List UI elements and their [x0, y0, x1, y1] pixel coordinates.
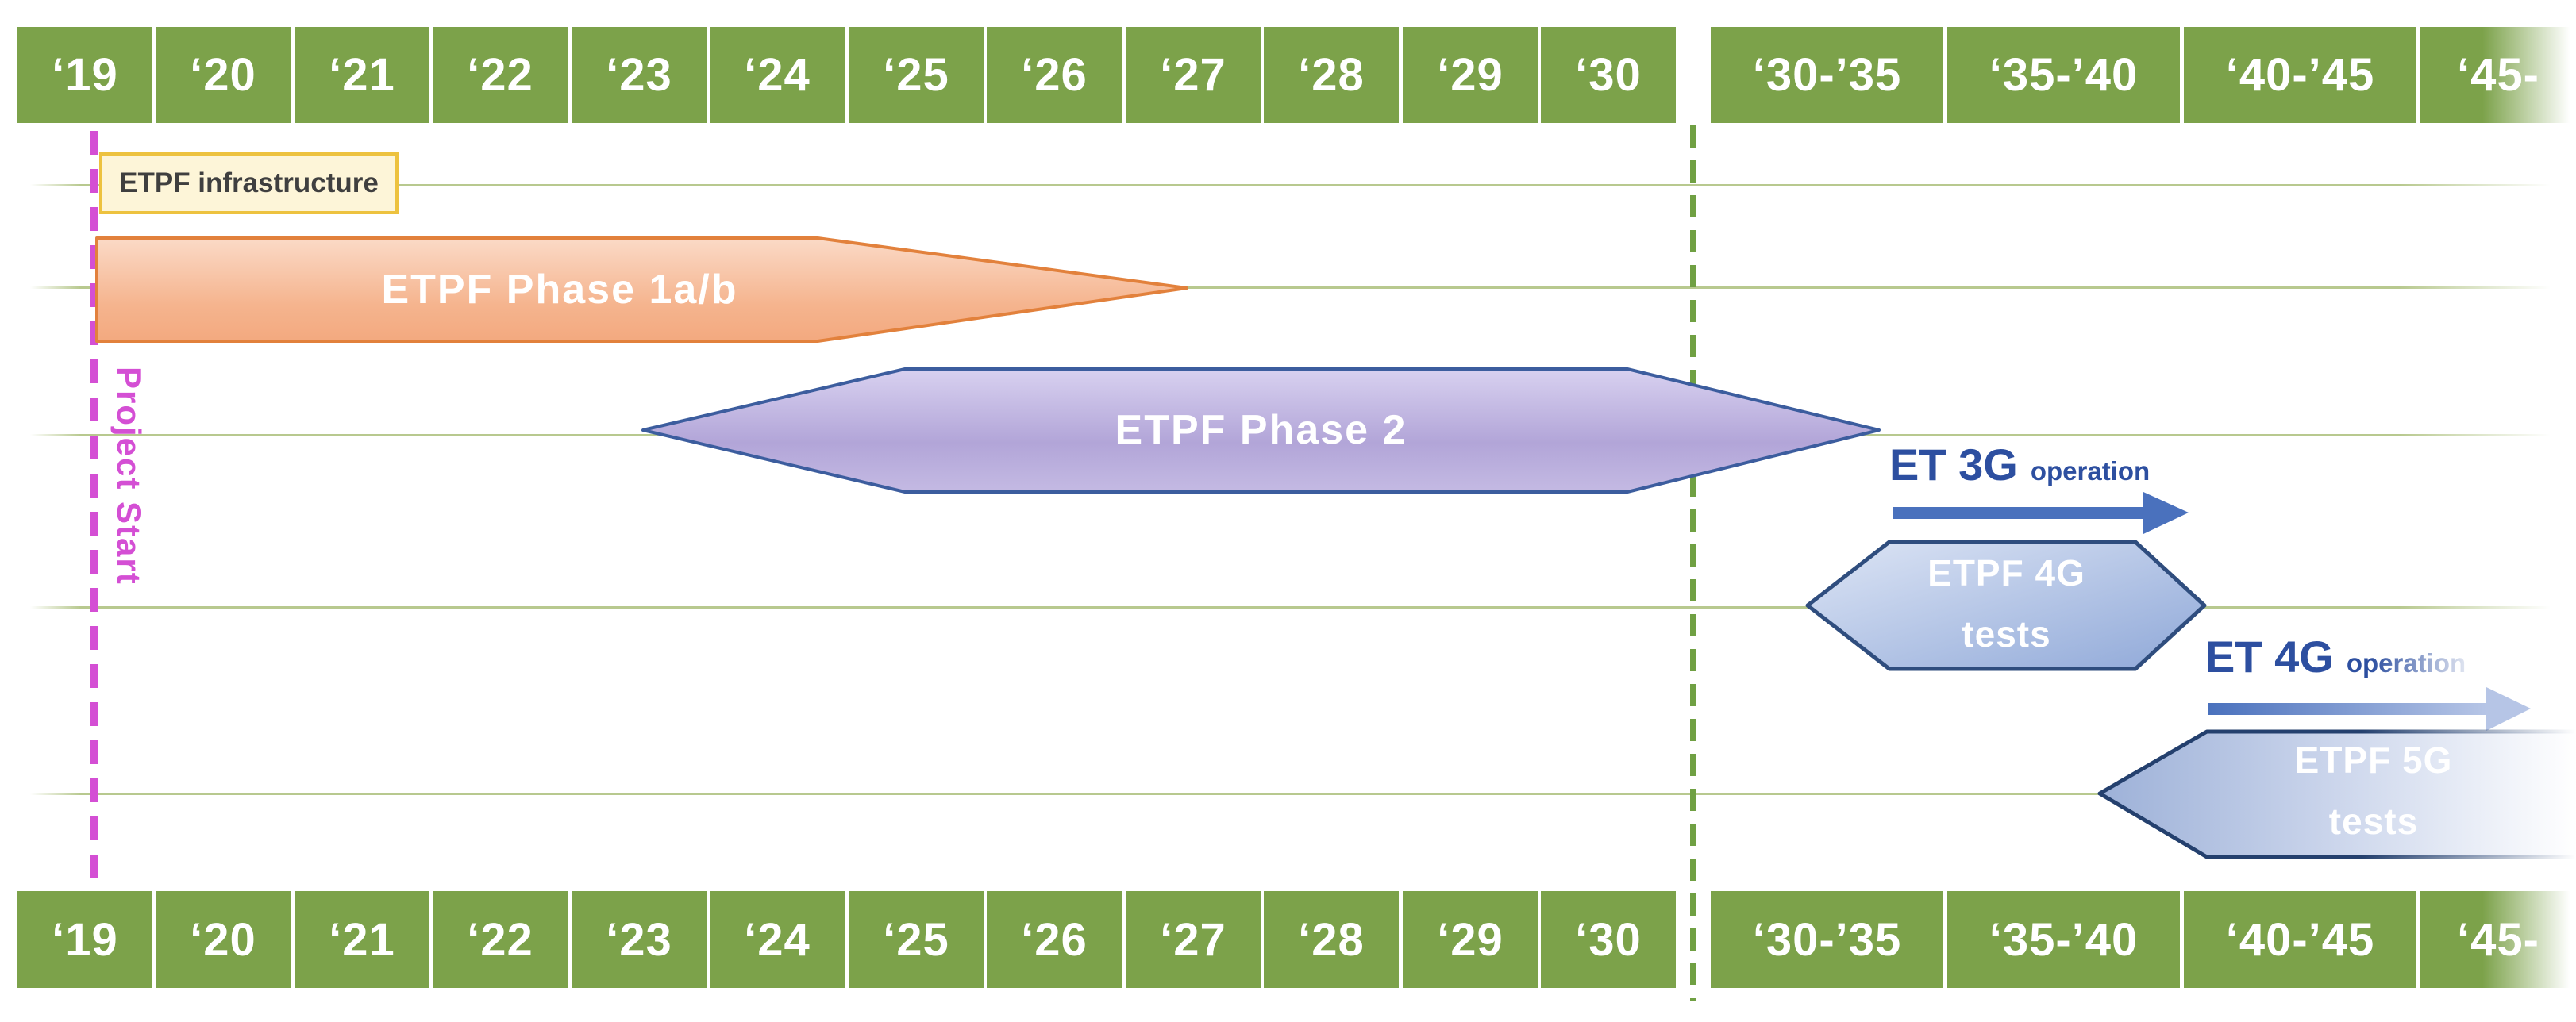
etpf-phase2-shape	[641, 367, 1881, 494]
year-cell: ‘19	[17, 891, 152, 988]
year-cell: ‘22	[433, 891, 568, 988]
etpf-5g-line1: ETPF 5G	[2294, 740, 2453, 781]
et3g-arrow-head	[2143, 492, 2189, 534]
year-cell: ‘26	[987, 891, 1122, 988]
year-cell: ‘24	[710, 27, 845, 123]
year-cell: ‘27	[1126, 27, 1261, 123]
year-cell: ‘28	[1264, 27, 1399, 123]
etpf-phase1-label: ETPF Phase 1a/b	[381, 267, 738, 313]
year-cell: ‘30	[1541, 891, 1676, 988]
timeline-row-line-4g	[30, 606, 2551, 609]
year-cell: ‘19	[17, 27, 152, 123]
range-cell: ‘45-	[2420, 27, 2576, 123]
et4g-arrow-head	[2486, 687, 2531, 731]
year-cell: ‘21	[295, 27, 429, 123]
year-cell: ‘25	[849, 27, 984, 123]
year-cell: ‘28	[1264, 891, 1399, 988]
range-cell: ‘30-’35	[1711, 891, 1943, 988]
year-cell: ‘27	[1126, 891, 1261, 988]
etpf-5g-line2: tests	[2328, 801, 2419, 842]
year-cell: ‘23	[572, 891, 707, 988]
etpf-4g-line2: tests	[1962, 613, 2051, 655]
range-cell: ‘40-’45	[2184, 891, 2416, 988]
range-cell: ‘35-’40	[1947, 27, 2180, 123]
etpf-phase2-label: ETPF Phase 2	[1115, 407, 1407, 453]
et3g-arrow-shaft	[1893, 507, 2146, 519]
timeline-row-line-5g	[30, 793, 2551, 795]
etpf-infrastructure-label: ETPF infrastructure	[119, 167, 379, 198]
et3g-title: ET 3G	[1889, 440, 2018, 490]
et4g-title: ET 4G	[2205, 632, 2334, 682]
etpf-5g-tests-label: ETPF 5G tests	[2191, 730, 2556, 852]
etpf-4g-line1: ETPF 4G	[1927, 552, 2085, 594]
era-divider-dashed-line	[1690, 125, 1696, 1001]
etpf-4g-tests-label: ETPF 4G tests	[1822, 543, 2191, 665]
etpf-infrastructure-box: ETPF infrastructure	[99, 152, 399, 214]
year-cell: ‘23	[572, 27, 707, 123]
year-cell: ‘20	[156, 891, 291, 988]
range-cell: ‘35-’40	[1947, 891, 2180, 988]
et3g-subtitle: operation	[2030, 456, 2151, 486]
range-cell: ‘45-	[2420, 891, 2576, 988]
year-cell: ‘21	[295, 891, 429, 988]
timeline-row-line-phase1	[30, 286, 2551, 289]
etpf-5g-tests-shape	[2097, 729, 2576, 859]
year-cell: ‘20	[156, 27, 291, 123]
year-cell: ‘29	[1403, 891, 1538, 988]
year-cell: ‘25	[849, 891, 984, 988]
year-cell: ‘22	[433, 27, 568, 123]
range-cell: ‘30-’35	[1711, 27, 1943, 123]
et4g-operation-label: ET 4G operation	[2205, 631, 2466, 682]
et3g-operation-label: ET 3G operation	[1889, 439, 2150, 490]
et4g-subtitle: operation	[2346, 648, 2466, 678]
year-cell: ‘30	[1541, 27, 1676, 123]
project-start-dashed-line	[90, 131, 98, 881]
etpf-phase1-shape	[95, 236, 1188, 343]
year-cell: ‘29	[1403, 27, 1538, 123]
timeline-row-line-infrastructure	[30, 184, 2551, 186]
et4g-arrow-shaft	[2208, 703, 2486, 715]
range-cell: ‘40-’45	[2184, 27, 2416, 123]
project-start-label: Project Start	[110, 367, 148, 586]
year-cell: ‘24	[710, 891, 845, 988]
etpf-4g-tests-shape	[1805, 540, 2207, 671]
year-cell: ‘26	[987, 27, 1122, 123]
